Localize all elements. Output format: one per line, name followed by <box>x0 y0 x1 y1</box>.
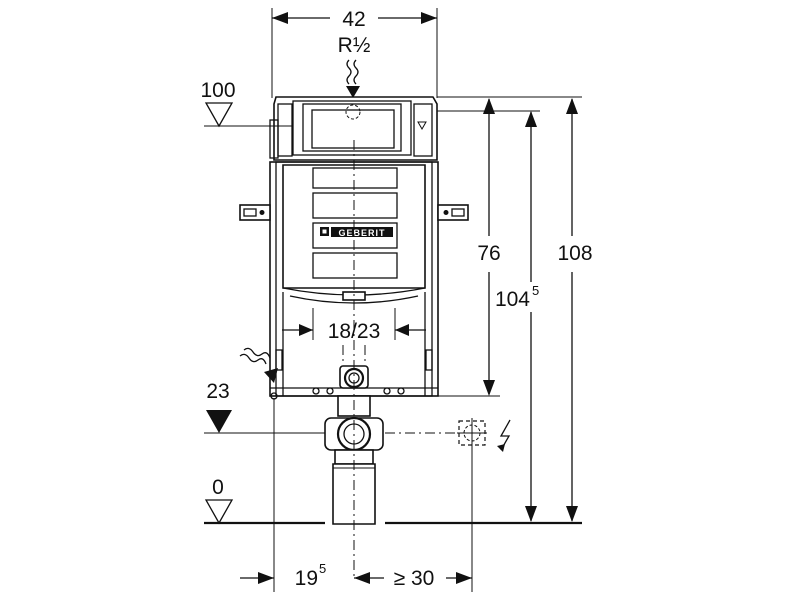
top-width-dimension: 42 <box>271 8 438 98</box>
height-104-superscript: 5 <box>532 283 539 298</box>
level-100-label: 100 <box>200 79 235 102</box>
top-width-label: 42 <box>342 8 365 31</box>
left-mounting-bracket <box>239 204 271 221</box>
flush-spacing-dimension: 18/23 <box>282 308 426 365</box>
drain-wavy-arrow-icon <box>239 347 278 383</box>
water-supply-wavy-arrow-icon <box>346 59 360 98</box>
offset-19-label: 19 <box>295 567 318 590</box>
right-mounting-bracket <box>437 204 469 221</box>
offset-30-label: ≥ 30 <box>394 567 435 590</box>
svg-text:19: 19 <box>295 567 318 590</box>
height-dimension-104-5: 104 5 <box>495 111 539 522</box>
height-76-label: 76 <box>477 242 500 265</box>
height-dimension-108: 108 <box>557 98 593 522</box>
connection-label: R½ <box>338 34 371 57</box>
electric-bolt-icon <box>497 419 511 452</box>
geberit-logo: GEBERIT <box>320 227 393 238</box>
level-marker-23: 23 <box>204 380 326 434</box>
flush-spacing-label: 18/23 <box>328 320 381 343</box>
offset-19-superscript: 5 <box>319 561 326 576</box>
height-108-label: 108 <box>557 242 592 265</box>
height-104-label: 104 <box>495 288 530 311</box>
level-marker-0: 0 <box>204 476 234 525</box>
level-23-label: 23 <box>206 380 229 403</box>
svg-text:104: 104 <box>495 288 530 311</box>
level-0-label: 0 <box>212 476 224 499</box>
height-dimension-76: 76 <box>437 96 582 397</box>
logo-text: GEBERIT <box>338 228 385 238</box>
bottom-dimension-30: ≥ 30 <box>354 448 473 592</box>
electric-socket-icon <box>457 418 487 448</box>
bottom-dimension-19-5: 19 5 <box>240 398 326 592</box>
level-marker-100: 100 <box>200 79 272 128</box>
